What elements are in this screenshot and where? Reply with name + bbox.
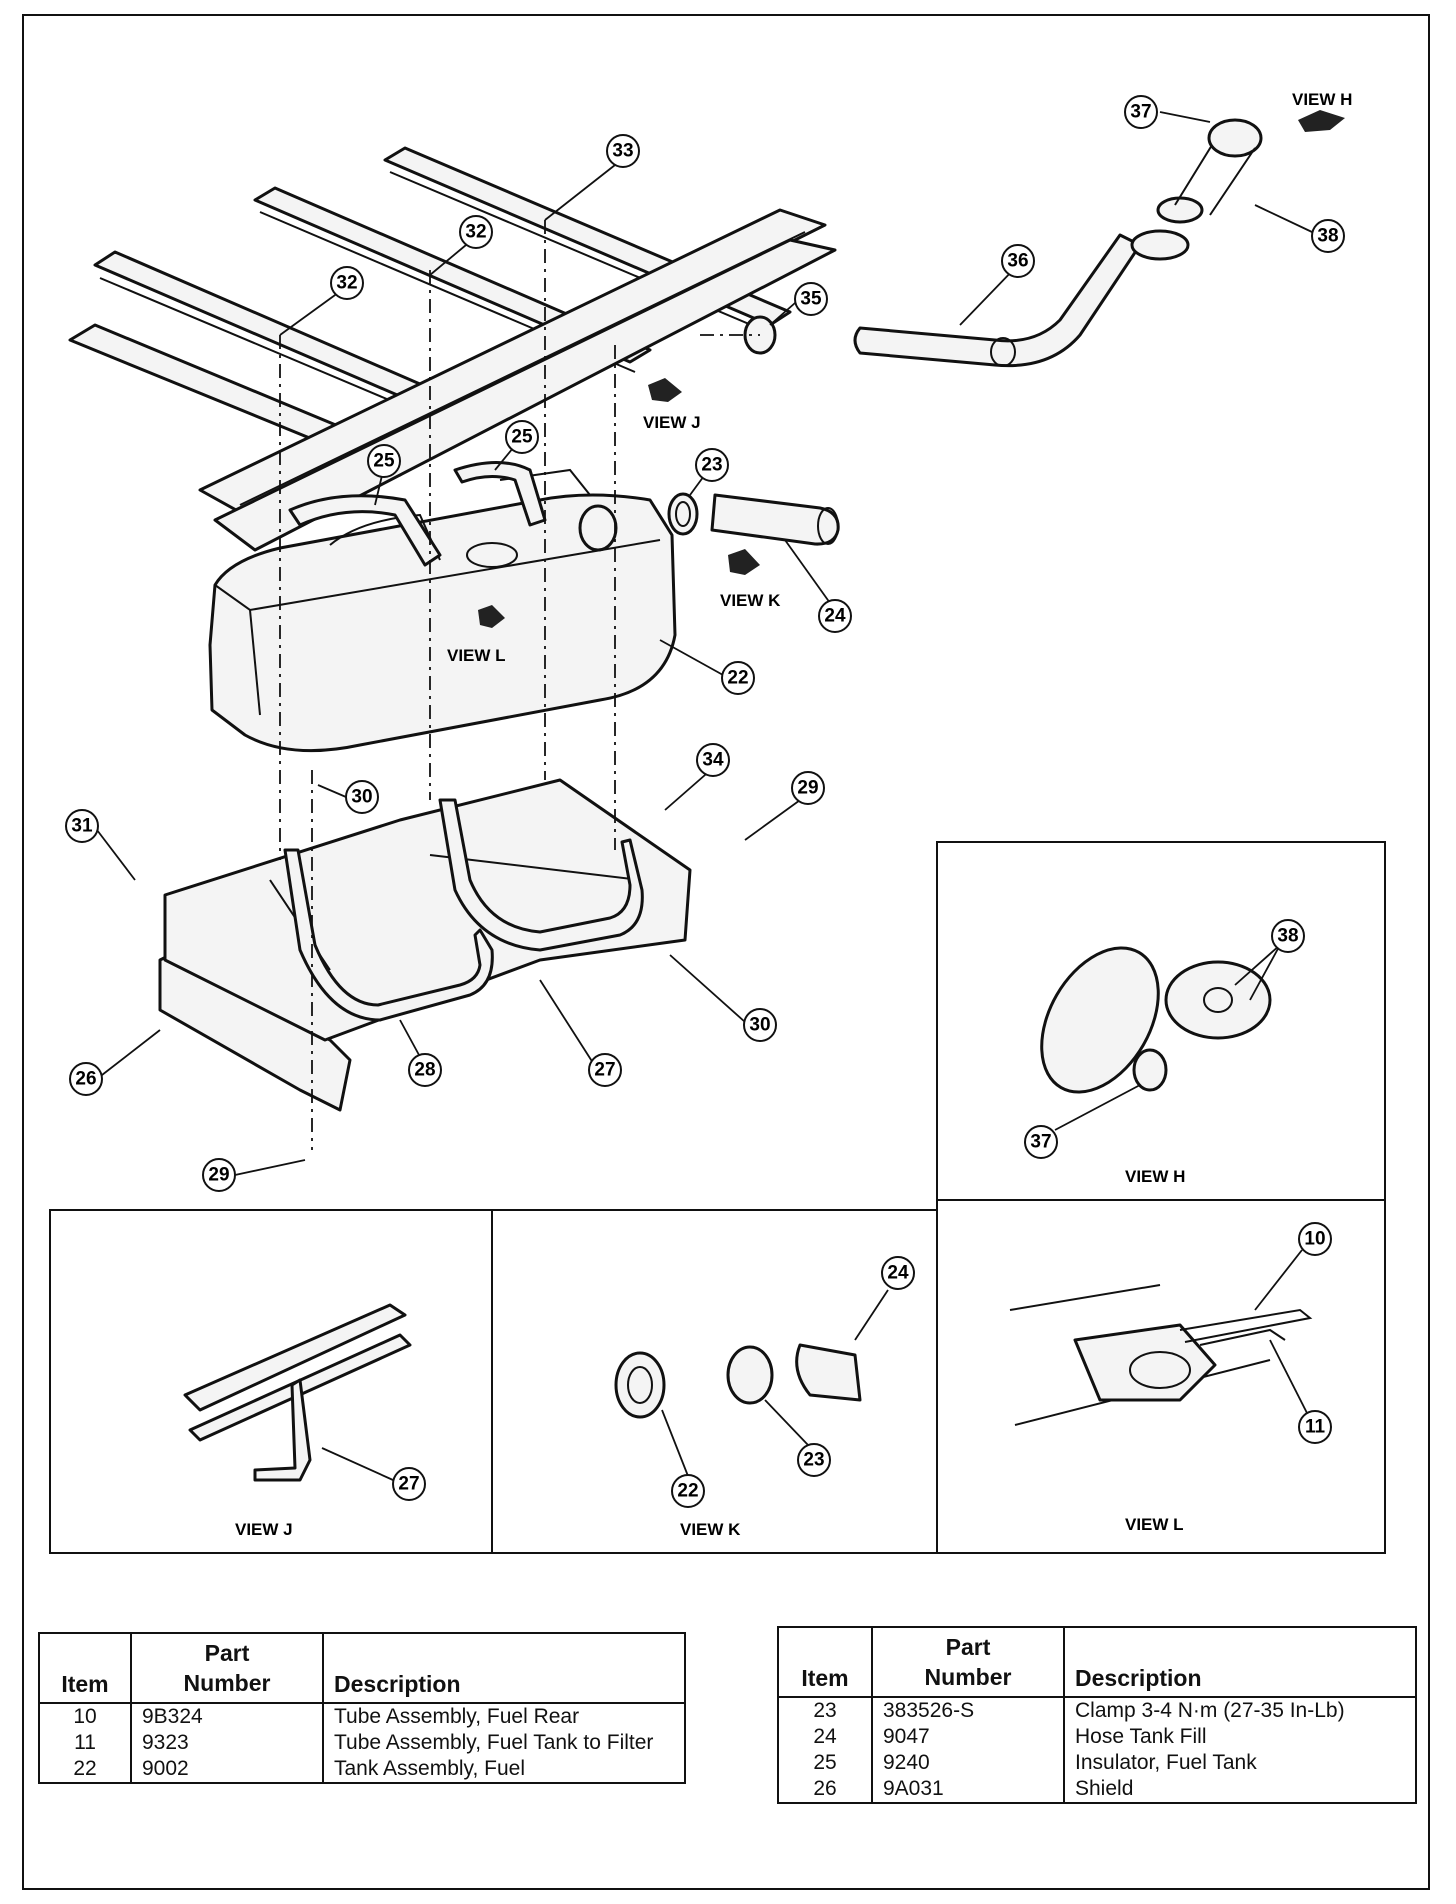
svg-text:38: 38 bbox=[1277, 926, 1298, 947]
svg-text:36: 36 bbox=[1007, 251, 1028, 272]
callout-27: 27 bbox=[588, 1053, 622, 1087]
svg-text:29: 29 bbox=[797, 778, 818, 799]
view-j-arrow-label: VIEW J bbox=[643, 413, 701, 432]
svg-text:37: 37 bbox=[1030, 1132, 1051, 1153]
svg-text:29: 29 bbox=[208, 1165, 229, 1186]
hose-clamp bbox=[667, 492, 699, 536]
col-item: Item bbox=[778, 1627, 873, 1698]
view-h-panel: 38 37 VIEW H bbox=[936, 841, 1386, 1201]
view-l-panel-label: VIEW L bbox=[1125, 1515, 1184, 1534]
callout-38: 38 bbox=[1311, 219, 1345, 253]
table-row: 26 9A031 Shield bbox=[778, 1776, 1416, 1803]
svg-text:23: 23 bbox=[701, 455, 722, 476]
svg-text:34: 34 bbox=[702, 750, 724, 771]
view-k-panel-label: VIEW K bbox=[680, 1520, 741, 1539]
svg-text:24: 24 bbox=[824, 606, 846, 627]
svg-text:25: 25 bbox=[511, 427, 533, 448]
view-l-arrow-label: VIEW L bbox=[447, 646, 506, 665]
callout-29a: 29 bbox=[791, 771, 825, 805]
view-k-callout-23: 23 bbox=[797, 1443, 831, 1477]
view-k-callout-22: 22 bbox=[671, 1474, 705, 1508]
callout-28: 28 bbox=[408, 1053, 442, 1087]
view-l-panel: 10 11 VIEW L bbox=[936, 1199, 1386, 1554]
svg-text:27: 27 bbox=[594, 1060, 615, 1081]
view-h-panel-label: VIEW H bbox=[1125, 1167, 1185, 1186]
svg-text:31: 31 bbox=[71, 816, 93, 837]
view-h-callout-38: 38 bbox=[1271, 919, 1305, 953]
svg-text:32: 32 bbox=[465, 222, 486, 243]
view-j-callout-27: 27 bbox=[392, 1467, 426, 1501]
frame-side-rail bbox=[198, 208, 837, 552]
svg-text:30: 30 bbox=[749, 1015, 770, 1036]
svg-text:30: 30 bbox=[351, 787, 372, 808]
svg-text:22: 22 bbox=[677, 1481, 698, 1502]
view-l-callout-11: 11 bbox=[1298, 1410, 1332, 1444]
fill-hose bbox=[710, 493, 840, 546]
view-k-arrow-label: VIEW K bbox=[720, 591, 781, 610]
col-description: Description bbox=[323, 1633, 685, 1704]
view-j-panel: 27 VIEW J bbox=[49, 1209, 493, 1554]
callout-35: 35 bbox=[794, 282, 828, 316]
svg-text:38: 38 bbox=[1317, 226, 1338, 247]
svg-text:11: 11 bbox=[1305, 1417, 1326, 1438]
callout-36: 36 bbox=[1001, 244, 1035, 278]
view-arrows bbox=[478, 110, 1345, 628]
table-row: 11 9323 Tube Assembly, Fuel Tank to Filt… bbox=[39, 1730, 685, 1756]
table-row: 25 9240 Insulator, Fuel Tank bbox=[778, 1750, 1416, 1776]
view-h-callout-37: 37 bbox=[1024, 1125, 1058, 1159]
col-description: Description bbox=[1064, 1627, 1416, 1698]
view-l-callout-10: 10 bbox=[1298, 1222, 1332, 1256]
svg-text:28: 28 bbox=[414, 1060, 435, 1081]
callout-32a: 32 bbox=[459, 215, 493, 249]
svg-text:27: 27 bbox=[398, 1474, 419, 1495]
callout-32b: 32 bbox=[330, 266, 364, 300]
table-row: 22 9002 Tank Assembly, Fuel bbox=[39, 1756, 685, 1783]
svg-text:24: 24 bbox=[887, 1263, 909, 1284]
callout-25a: 25 bbox=[367, 444, 401, 478]
table-row: 23 383526-S Clamp 3-4 N·m (27-35 In-Lb) bbox=[778, 1697, 1416, 1724]
callout-22: 22 bbox=[721, 661, 755, 695]
callout-30a: 30 bbox=[345, 780, 379, 814]
view-j-panel-label: VIEW J bbox=[235, 1520, 293, 1539]
callout-34: 34 bbox=[696, 743, 730, 777]
svg-text:26: 26 bbox=[75, 1069, 96, 1090]
svg-text:23: 23 bbox=[803, 1450, 824, 1471]
assembly-lines bbox=[279, 220, 760, 1150]
svg-text:32: 32 bbox=[336, 273, 357, 294]
table-row: 10 9B324 Tube Assembly, Fuel Rear bbox=[39, 1703, 685, 1730]
callout-24: 24 bbox=[818, 599, 852, 633]
callout-37: 37 bbox=[1124, 95, 1158, 129]
svg-text:35: 35 bbox=[800, 289, 822, 310]
callout-29b: 29 bbox=[202, 1158, 236, 1192]
callout-26: 26 bbox=[69, 1062, 103, 1096]
col-item: Item bbox=[39, 1633, 132, 1704]
callout-31: 31 bbox=[65, 809, 99, 843]
view-h-arrow-label: VIEW H bbox=[1292, 90, 1352, 109]
view-k-panel: 24 23 22 VIEW K bbox=[491, 1209, 938, 1554]
svg-text:37: 37 bbox=[1130, 102, 1151, 123]
svg-text:10: 10 bbox=[1304, 1229, 1325, 1250]
svg-text:33: 33 bbox=[612, 141, 633, 162]
svg-text:22: 22 bbox=[727, 668, 748, 689]
svg-text:25: 25 bbox=[373, 451, 395, 472]
tank-straps bbox=[283, 798, 644, 1022]
filler-pipe bbox=[743, 118, 1263, 368]
page-frame bbox=[22, 14, 1430, 1890]
callout-33: 33 bbox=[606, 134, 640, 168]
callout-25b: 25 bbox=[505, 420, 539, 454]
fuel-tank bbox=[208, 468, 677, 753]
table-row: 24 9047 Hose Tank Fill bbox=[778, 1724, 1416, 1750]
view-k-callout-24: 24 bbox=[881, 1256, 915, 1290]
callout-30b: 30 bbox=[743, 1008, 777, 1042]
callout-23: 23 bbox=[695, 448, 729, 482]
tank-insulators bbox=[288, 461, 547, 567]
